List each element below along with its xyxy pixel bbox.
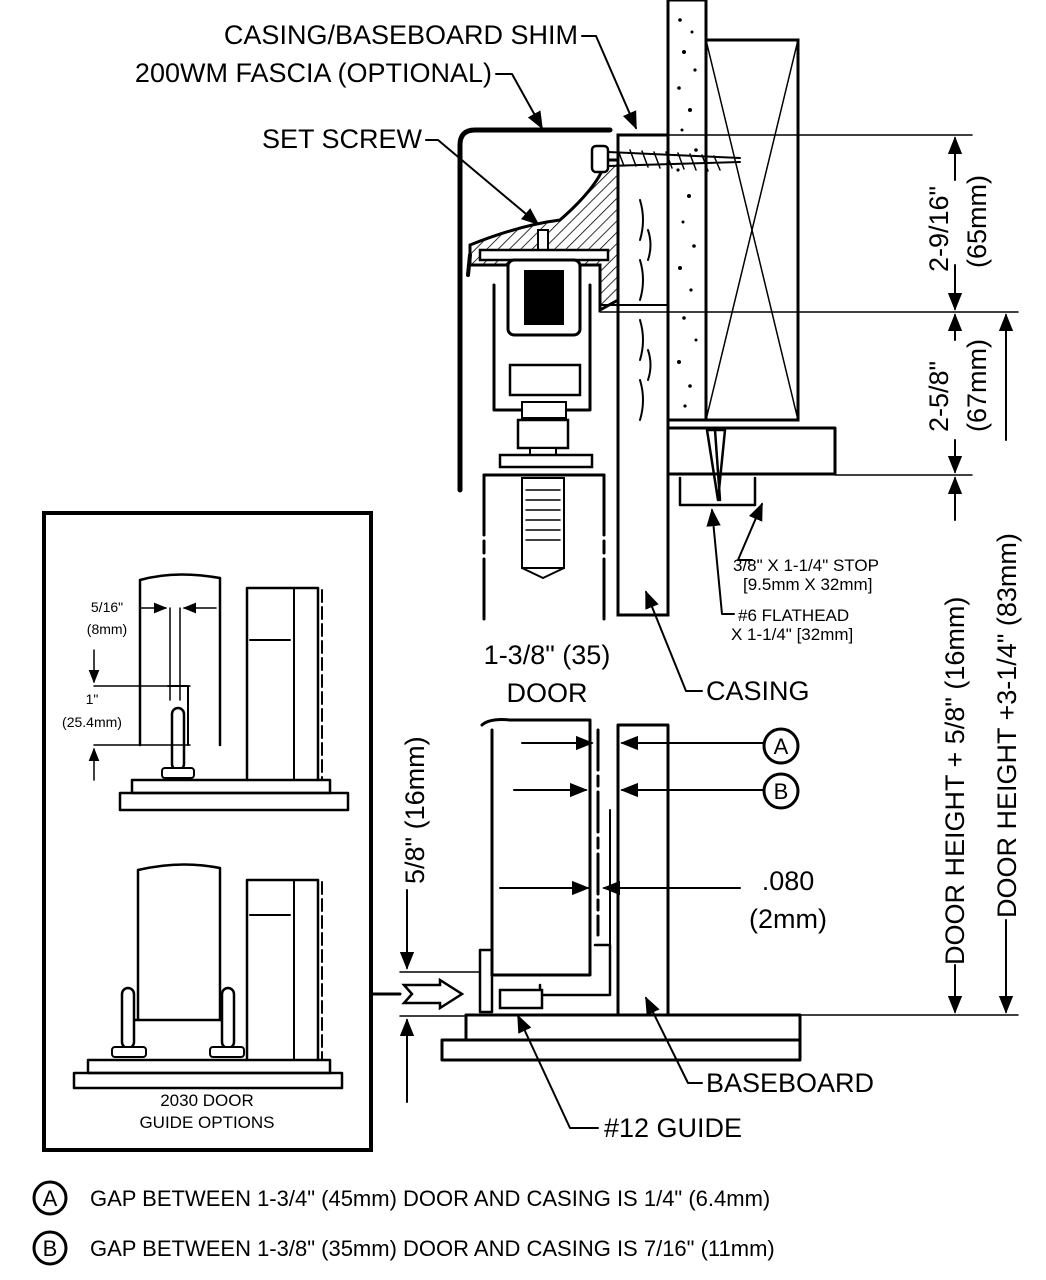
label-dim-upper: 2-9/16" [924, 186, 954, 272]
label-flathead-line1: #6 FLATHEAD [738, 606, 849, 625]
label-stop-line1: 3/8" X 1-1/4" STOP [733, 556, 879, 575]
label-flathead-line2: X 1-1/4" [32mm] [731, 625, 853, 644]
note-a: A GAP BETWEEN 1-3/4" (45mm) DOOR AND CAS… [32, 1180, 770, 1216]
note-b-marker [32, 1230, 68, 1266]
label-door-height-314: DOOR HEIGHT +3-1/4" (83mm) [992, 533, 1022, 918]
label-door-size: 1-3/8" (35) [484, 640, 611, 670]
note-a-marker-label: A [43, 1186, 58, 1211]
marker-a-label: A [774, 734, 789, 759]
label-fascia: 200WM FASCIA (OPTIONAL) [135, 58, 492, 88]
label-baseboard: BASEBOARD [706, 1068, 874, 1098]
guide-options-inset [42, 511, 402, 1152]
note-a-text: GAP BETWEEN 1-3/4" (45mm) DOOR AND CASIN… [90, 1186, 770, 1211]
label-five-eighths: 5/8" (16mm) [400, 736, 430, 884]
label-casing: CASING [706, 676, 810, 706]
note-b-marker-label: B [43, 1236, 58, 1261]
label-set-screw: SET SCREW [262, 124, 423, 154]
label-gap-dim: .080 [762, 866, 815, 896]
label-stop-line2: [9.5mm X 32mm] [743, 575, 872, 594]
inset-caption-line2: GUIDE OPTIONS [139, 1113, 274, 1132]
inset-dim-516: 5/16" [91, 599, 123, 615]
mounting-screw [590, 144, 741, 174]
label-casing-shim: CASING/BASEBOARD SHIM [224, 20, 578, 50]
label-door-height-58: DOOR HEIGHT + 5/8" (16mm) [940, 597, 970, 965]
label-guide: #12 GUIDE [604, 1113, 742, 1143]
note-a-marker [32, 1180, 68, 1216]
inset-dim-1-mm: (25.4mm) [62, 714, 122, 730]
label-door: DOOR [507, 678, 588, 708]
inset-dim-516-mm: (8mm) [87, 621, 127, 637]
door-lower [478, 718, 612, 1014]
note-b-text: GAP BETWEEN 1-3/8" (35mm) DOOR AND CASIN… [90, 1236, 775, 1261]
label-dim-lower-mm: (67mm) [962, 339, 992, 432]
label-dim-lower: 2-5/8" [924, 361, 954, 432]
door-upper [482, 473, 606, 627]
stop-and-flathead [678, 428, 757, 507]
set-screw-and-hanger [478, 229, 610, 469]
wall-header [666, 0, 837, 476]
casing-board [616, 133, 670, 1017]
marker-b-label: B [774, 779, 789, 804]
marker-b [762, 772, 800, 810]
note-b: B GAP BETWEEN 1-3/8" (35mm) DOOR AND CAS… [32, 1230, 775, 1266]
marker-a [762, 727, 800, 765]
label-gap-dim-mm: (2mm) [749, 904, 827, 934]
baseboard [440, 1013, 802, 1062]
label-dim-upper-mm: (65mm) [962, 175, 992, 268]
inset-dim-1: 1" [86, 691, 99, 707]
inset-caption-line1: 2030 DOOR [160, 1091, 254, 1110]
